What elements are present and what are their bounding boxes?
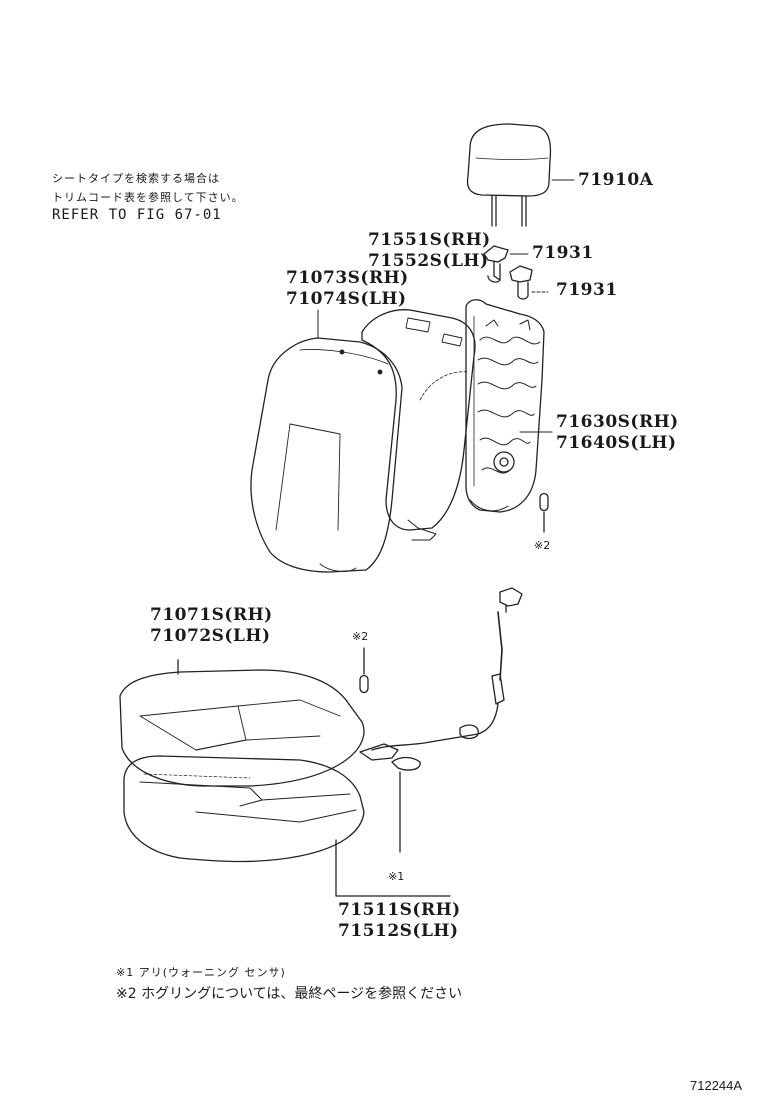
warning-sensor [359,587,523,853]
part-number-back-frame-lh[interactable]: 71640S(LH) [556,433,677,453]
part-number-back-frame-rh[interactable]: 71630S(RH) [556,412,679,432]
hog-ring-cushion [359,647,369,694]
part-number-guide-group: 71551S(RH) 71552S(LH) [368,230,491,272]
mark-hog-ring-cushion: ※2 [352,630,369,643]
part-number-cushion-cover-rh[interactable]: 71071S(RH) [150,605,273,625]
part-number-cushion-cover-group: 71071S(RH) 71072S(LH) [150,605,273,647]
part-number-back-cover-rh[interactable]: 71073S(RH) [286,268,409,288]
note-seat-type-line1: シートタイプを検索する場合は [52,172,220,185]
part-number-guide-rh[interactable]: 71551S(RH) [368,230,491,250]
footnote-sensor: ※1 アリ(ウォーニング センサ) [116,966,286,979]
part-number-back-frame-group: 71630S(RH) 71640S(LH) [556,412,679,454]
part-number-guide-lh[interactable]: 71552S(LH) [368,251,489,271]
hog-ring-back [539,492,549,533]
headrest-support-guides [483,245,549,300]
headrest [466,123,552,227]
footnote-hog-ring: ※2 ホグリングについては、最終ページを参照ください [116,986,463,1002]
part-number-support-1[interactable]: 71931 [532,243,594,263]
figure-id: 712244A [690,1078,743,1093]
seat-back-pad [361,309,476,541]
refer-to-fig-link[interactable]: REFER TO FIG 67-01 [52,207,222,223]
part-number-headrest[interactable]: 71910A [578,170,654,190]
part-number-support-2[interactable]: 71931 [556,280,618,300]
part-number-cushion-pad-group: 71511S(RH) 71512S(LH) [338,900,461,942]
mark-warning-sensor: ※1 [388,870,405,883]
part-number-back-cover-lh[interactable]: 71074S(LH) [286,289,407,309]
part-number-cushion-pad-lh[interactable]: 71512S(LH) [338,921,459,941]
part-number-cushion-pad-rh[interactable]: 71511S(RH) [338,900,461,920]
seat-back-cover [250,337,403,573]
part-number-back-cover-group: 71073S(RH) 71074S(LH) [286,268,409,310]
part-number-cushion-cover-lh[interactable]: 71072S(LH) [150,626,271,646]
leader-lines [317,179,575,433]
mark-hog-ring-back: ※2 [534,539,551,552]
note-seat-type-line2: トリムコード表を参照して下さい。 [52,191,244,204]
seat-cushion-pad [123,755,451,897]
seat-back-frame [465,299,545,513]
